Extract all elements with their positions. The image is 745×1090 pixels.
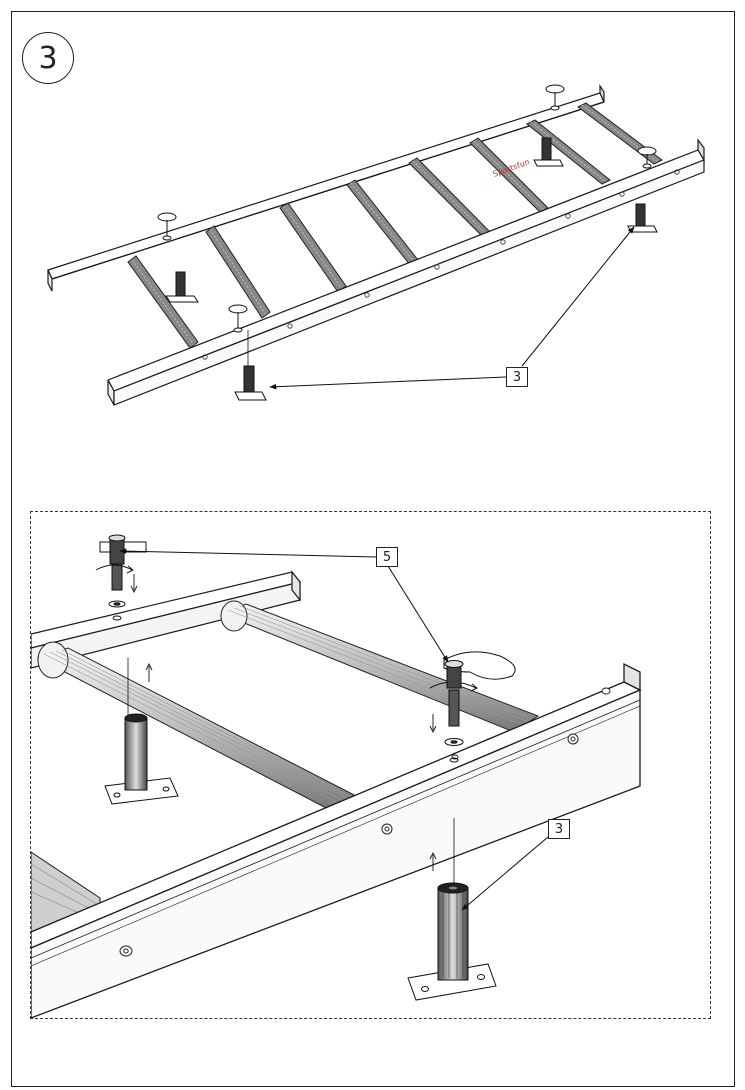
bolt-icon	[228, 304, 248, 333]
detail-frame	[30, 511, 711, 1019]
detail-callout-bolt: 5	[376, 547, 398, 567]
overview-illustration: Sportsfun	[47, 84, 705, 406]
front-rail	[107, 138, 705, 406]
bolt-icon	[637, 146, 657, 169]
leg-icon	[533, 137, 564, 167]
leg-icon	[627, 203, 658, 233]
back-rail	[47, 84, 605, 292]
bolt-icon	[545, 84, 565, 111]
bolt-icon	[157, 212, 177, 241]
leg-icon	[165, 271, 199, 303]
leg-icon	[234, 330, 267, 401]
detail-callout-leg: 3	[548, 819, 570, 839]
step-number: 3	[22, 32, 74, 84]
overview-leaders	[269, 226, 635, 390]
page-frame	[11, 11, 735, 1087]
overview-callout-leg: 3	[506, 367, 528, 387]
